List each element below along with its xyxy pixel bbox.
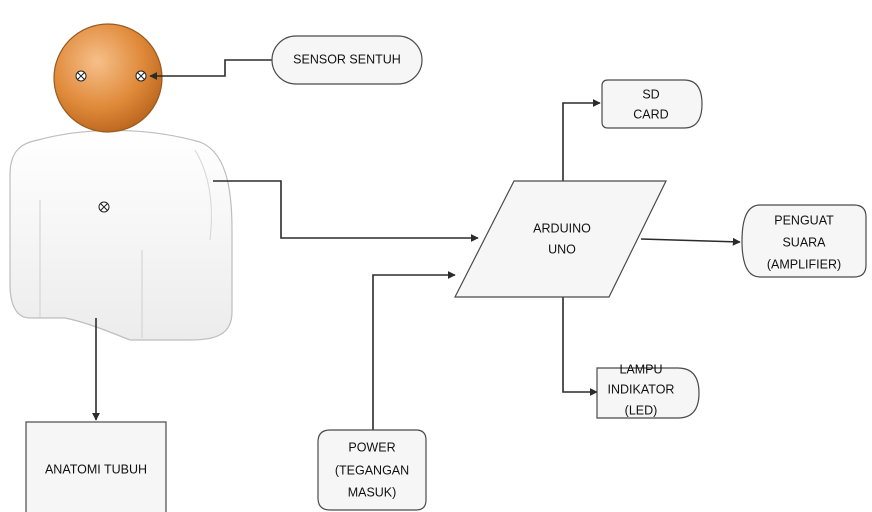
node-anatomi-tubuh: ANATOMI TUBUH	[25, 421, 167, 512]
human-figure	[9, 23, 233, 341]
sensor-marker-chest	[98, 201, 110, 213]
label-led-line3: (LED)	[625, 403, 658, 417]
node-amplifier: PENGUAT SUARA (AMPLIFIER)	[741, 204, 867, 278]
label-anatomi-tubuh: ANATOMI TUBUH	[45, 462, 147, 476]
label-power-line3: MASUK)	[348, 485, 397, 499]
node-lampu-indikator: LAMPU INDIKATOR (LED)	[596, 362, 700, 419]
label-power-line2: (TEGANGAN	[335, 463, 409, 477]
node-sensor-sentuh: SENSOR SENTUH	[271, 35, 423, 85]
sensor-marker-head-left	[75, 70, 87, 82]
connector-arduino-to-led	[562, 297, 598, 396]
connector-arduino-to-sdcard	[562, 99, 601, 181]
node-power: POWER (TEGANGAN MASUK)	[317, 429, 427, 511]
connector-power-to-arduino	[372, 271, 456, 430]
head-shape	[53, 23, 163, 133]
label-sensor-sentuh: SENSOR SENTUH	[293, 52, 401, 66]
node-arduino-uno: ARDUINO UNO	[454, 180, 667, 298]
label-arduino-line2: UNO	[548, 242, 576, 256]
label-led-line1: LAMPU	[619, 362, 662, 376]
node-sd-card: SD CARD	[601, 79, 703, 129]
label-amplifier-line1: PENGUAT	[774, 213, 834, 227]
label-sd-card-line2: CARD	[633, 107, 668, 121]
connector-sensor-to-head	[149, 59, 272, 80]
label-sd-card-line1: SD	[642, 87, 659, 101]
label-amplifier-line3: (AMPLIFIER)	[767, 257, 841, 271]
label-power-line1: POWER	[348, 440, 395, 454]
body-arm-line	[194, 149, 212, 241]
label-led-line2: INDIKATOR	[608, 382, 675, 396]
label-amplifier-line2: SUARA	[782, 235, 826, 249]
connectors	[92, 59, 741, 430]
body-shape	[9, 129, 233, 341]
connector-body-to-arduino	[213, 180, 479, 242]
sensor-marker-head-right	[135, 70, 147, 82]
connector-arduino-to-amplifier	[640, 237, 741, 246]
label-arduino-line1: ARDUINO	[533, 221, 591, 235]
